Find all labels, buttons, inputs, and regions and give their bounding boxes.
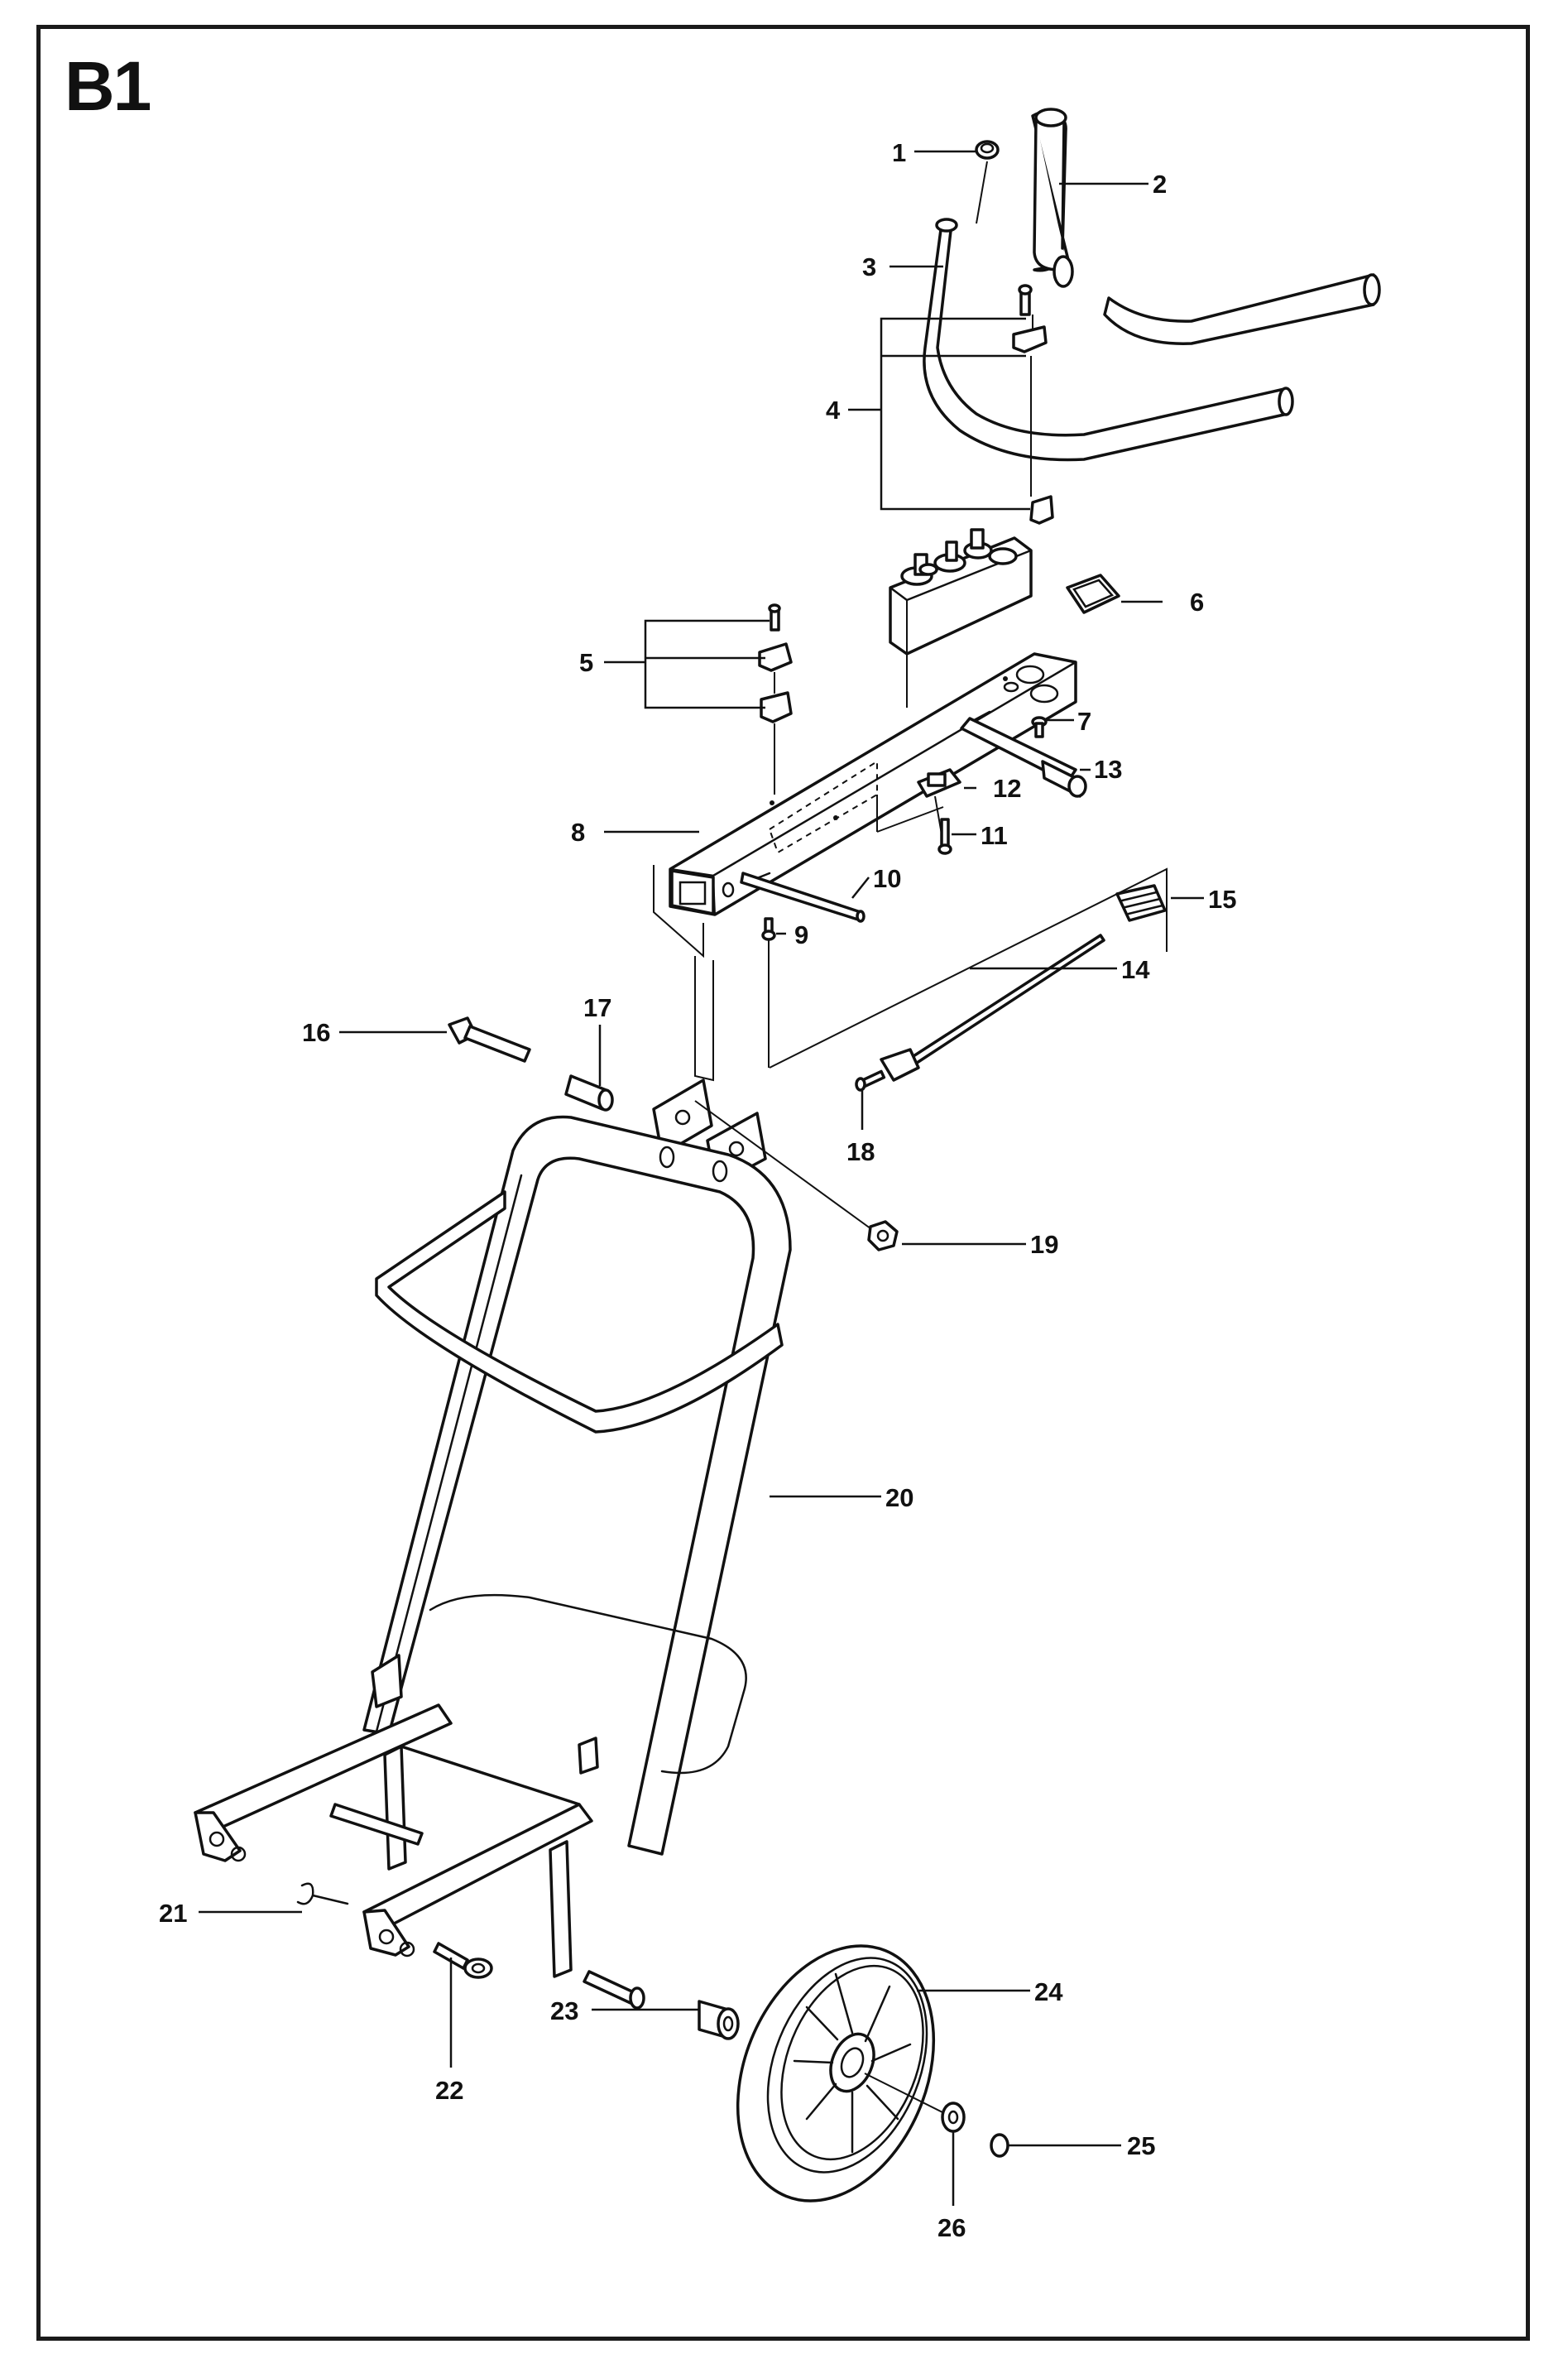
part-eye-bolt-22: [433, 1942, 493, 1979]
part-axle: [583, 1970, 645, 2010]
callout-25: 25: [1127, 2131, 1155, 2160]
part-clamp-lower: [758, 603, 793, 795]
part-washer-26: [941, 2102, 966, 2133]
part-bushing-23: [698, 2000, 740, 2040]
callout-7: 7: [1077, 707, 1091, 736]
part-clip-21: [296, 1882, 349, 1905]
callout-2: 2: [1153, 170, 1167, 199]
part-base-frame: [194, 1703, 593, 1978]
part-gasket: [1066, 574, 1120, 614]
callout-23: 23: [550, 1996, 578, 2025]
page-title: B1: [65, 47, 151, 125]
callout-5: 5: [579, 648, 593, 677]
part-spacer-17: [564, 1074, 614, 1112]
callout-1: 1: [892, 138, 906, 167]
callout-3: 3: [862, 252, 876, 281]
part-screw-7: [1031, 716, 1048, 738]
part-pin-13: [960, 717, 1087, 798]
part-control-box: [889, 528, 1033, 656]
callout-18: 18: [846, 1137, 875, 1166]
part-ring-25: [990, 2133, 1009, 2158]
callout-4: 4: [826, 396, 841, 425]
callout-20: 20: [885, 1483, 913, 1512]
callout-17: 17: [583, 993, 611, 1022]
callout-9: 9: [794, 920, 808, 949]
part-bolt-16: [448, 1016, 531, 1063]
part-bracket-12: [917, 768, 961, 835]
part-nut-19: [867, 1220, 899, 1251]
part-screw-9: [761, 917, 776, 1068]
callout-16: 16: [302, 1018, 330, 1047]
callout-14: 14: [1121, 955, 1150, 984]
callout-12: 12: [993, 774, 1021, 803]
part-screw-18: [855, 1069, 886, 1092]
diagram-frame: [36, 25, 1530, 2341]
part-screw-11: [937, 818, 952, 855]
callout-26: 26: [937, 2213, 966, 2242]
leader-lines: [199, 150, 1204, 2206]
part-wheel-24: [736, 1944, 957, 2202]
part-main-beam: [653, 652, 1077, 1082]
callout-15: 15: [1208, 885, 1236, 914]
part-handle-upper: [1031, 108, 1381, 345]
callout-24: 24: [1034, 1977, 1063, 2006]
callout-6: 6: [1190, 588, 1204, 617]
callout-8: 8: [571, 818, 585, 847]
part-cap: [975, 140, 1000, 224]
callout-13: 13: [1094, 755, 1122, 784]
callout-19: 19: [1030, 1230, 1058, 1259]
callout-10: 10: [873, 864, 901, 893]
part-handle-lower: [923, 218, 1294, 462]
callout-labels: 1 2 3 4 5 6 7 8 9 10 11 12 13 14 15 16 1…: [159, 138, 1236, 2242]
callout-11: 11: [981, 821, 1008, 850]
part-pin-10: [740, 872, 866, 923]
part-spring-15: [1115, 884, 1167, 922]
part-clamp-upper: [1012, 284, 1054, 525]
part-frame-20: [362, 1115, 792, 1856]
callout-21: 21: [159, 1899, 187, 1928]
callout-22: 22: [435, 2076, 463, 2105]
